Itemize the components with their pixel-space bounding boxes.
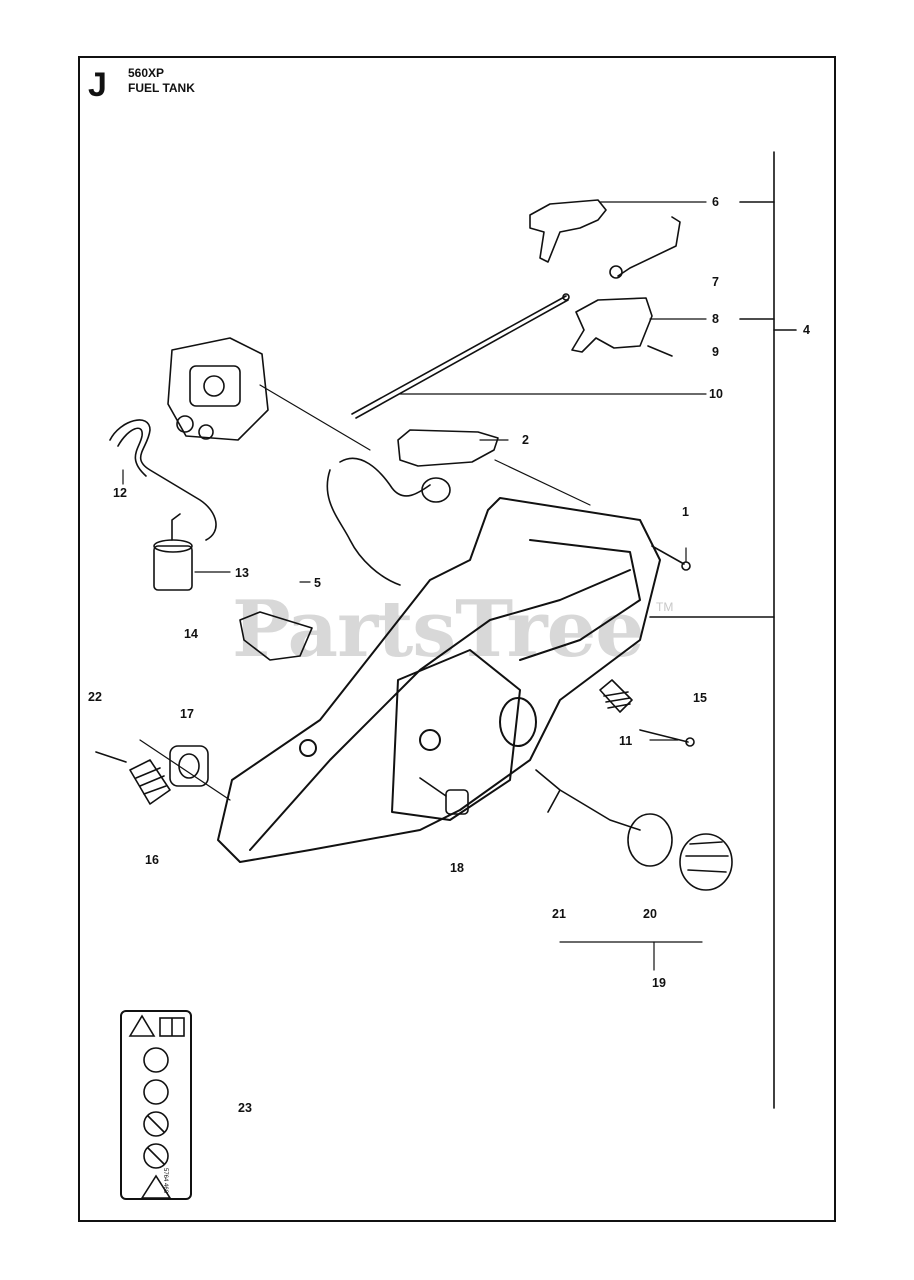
callout-9: 9 xyxy=(712,345,719,359)
callout-1: 1 xyxy=(682,505,689,519)
callout-5: 5 xyxy=(314,576,321,590)
part-10-throttle-rod xyxy=(351,293,570,419)
part-6-throttle-lever xyxy=(529,199,681,279)
part-13-fuel-filter xyxy=(153,513,193,591)
section-letter: J xyxy=(88,66,107,104)
part-18-bushing xyxy=(419,777,469,815)
watermark-trademark: TM xyxy=(656,600,674,614)
model-number: 560XP xyxy=(128,66,165,80)
callout-7: 7 xyxy=(712,275,719,289)
callout-13: 13 xyxy=(235,566,249,580)
part-12-fuel-hose xyxy=(109,419,217,541)
callout-22: 22 xyxy=(88,690,102,704)
callout-14: 14 xyxy=(184,627,198,641)
callout-4: 4 xyxy=(803,323,810,337)
callout-8: 8 xyxy=(712,312,719,326)
callout-18: 18 xyxy=(450,861,464,875)
warning-triangle-icon xyxy=(128,1014,156,1037)
decal-code: 5764 468 xyxy=(162,1168,168,1194)
part-2-bracket xyxy=(397,429,499,467)
callout-21: 21 xyxy=(552,907,566,921)
part-15-av-spring xyxy=(599,679,695,747)
callout-19: 19 xyxy=(652,976,666,990)
callout-12: 12 xyxy=(113,486,127,500)
helmet-icon xyxy=(143,1047,169,1073)
no-one-hand-icon xyxy=(143,1111,169,1137)
no-tip-contact-icon xyxy=(143,1143,169,1169)
diagram-frame xyxy=(78,56,836,1222)
assembly-bracket-4 xyxy=(649,151,797,1109)
part-20-fuel-cap xyxy=(535,769,733,891)
kickback-warning-icon xyxy=(140,1174,172,1199)
leader-lines xyxy=(122,201,707,971)
callout-16: 16 xyxy=(145,853,159,867)
part-16-av-buffer xyxy=(95,745,209,805)
part-1-screw xyxy=(651,545,691,571)
primer-hose xyxy=(326,457,451,586)
two-hand-icon xyxy=(143,1079,169,1105)
callout-23: 23 xyxy=(238,1101,252,1115)
callout-15: 15 xyxy=(693,691,707,705)
carburetor xyxy=(167,337,269,441)
callout-2: 2 xyxy=(522,433,529,447)
callout-17: 17 xyxy=(180,707,194,721)
diagram-title: FUEL TANK xyxy=(128,81,195,95)
callout-10: 10 xyxy=(709,387,723,401)
part-14-guard xyxy=(239,611,313,661)
callout-20: 20 xyxy=(643,907,657,921)
part-8-trigger xyxy=(571,297,673,357)
callout-6: 6 xyxy=(712,195,719,209)
callout-11: 11 xyxy=(619,734,633,748)
fuel-tank-body xyxy=(217,497,661,863)
